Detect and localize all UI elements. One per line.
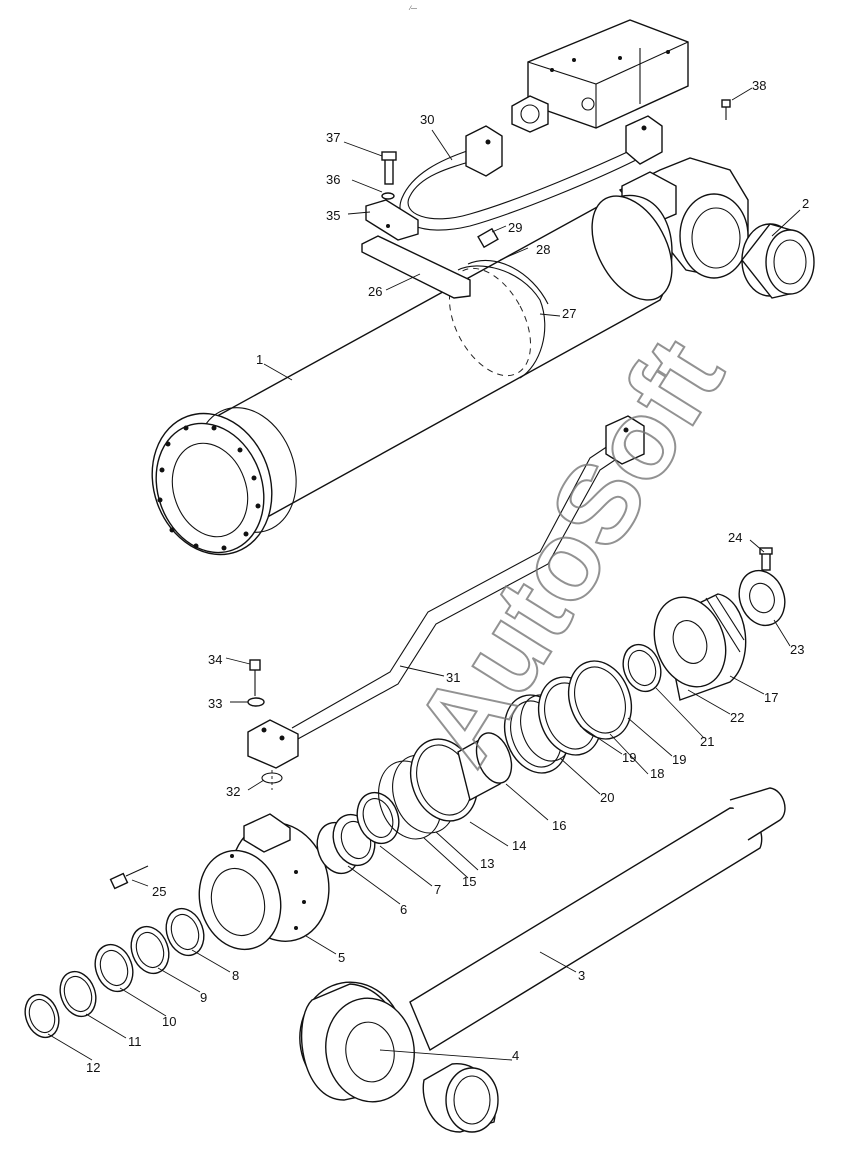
callout-23: 23 (790, 642, 804, 657)
callout-20: 20 (600, 790, 614, 805)
callout-2: 2 (802, 196, 809, 211)
callout-30: 30 (420, 112, 434, 127)
cylinder-barrel (151, 157, 749, 556)
callout-29: 29 (508, 220, 522, 235)
callout-33: 33 (208, 696, 222, 711)
callout-3: 3 (578, 968, 585, 983)
callout-9: 9 (200, 990, 207, 1005)
callout-32: 32 (226, 784, 240, 799)
callout-19b: 19 (622, 750, 636, 765)
bushing-2 (741, 223, 815, 299)
callout-34: 34 (208, 652, 222, 667)
pipe-30 (399, 115, 663, 231)
bolt-25 (109, 865, 149, 890)
rod-seals (24, 907, 205, 1039)
callout-38: 38 (752, 78, 766, 93)
callout-11: 11 (128, 1034, 142, 1049)
clamp-assembly (361, 151, 499, 299)
callout-14: 14 (512, 838, 526, 853)
callout-12: 12 (86, 1060, 100, 1075)
callout-26: 26 (368, 284, 382, 299)
piston-rings-right (503, 643, 662, 774)
callout-27: 27 (562, 306, 576, 321)
callout-18: 18 (650, 766, 664, 781)
callout-22: 22 (730, 710, 744, 725)
callout-1: 1 (256, 352, 263, 367)
lock-nut (738, 547, 786, 627)
valve-block (511, 19, 689, 133)
callout-36: 36 (326, 172, 340, 187)
piston-rings-left (316, 732, 513, 875)
callout-28: 28 (536, 242, 550, 257)
header-mark: ⁄— (408, 6, 417, 12)
piston (653, 593, 747, 701)
callout-21: 21 (700, 734, 714, 749)
callout-labels: 1 2 3 4 5 6 7 8 9 10 11 12 13 14 15 16 1… (86, 78, 809, 1075)
callout-7: 7 (434, 882, 441, 897)
callout-6: 6 (400, 902, 407, 917)
callout-17: 17 (764, 690, 778, 705)
piston-rod (299, 787, 786, 1103)
callout-5: 5 (338, 950, 345, 965)
callout-16: 16 (552, 818, 566, 833)
callout-24: 24 (728, 530, 742, 545)
callout-13: 13 (480, 856, 494, 871)
pipe-31 (247, 415, 645, 769)
bushing-4 (422, 1063, 499, 1133)
callout-8: 8 (232, 968, 239, 983)
callout-4: 4 (512, 1048, 519, 1063)
callout-15: 15 (462, 874, 476, 889)
callout-35: 35 (326, 208, 340, 223)
bolt-34-washer-33-oring-32 (247, 659, 283, 790)
callout-37: 37 (326, 130, 340, 145)
callout-10: 10 (162, 1014, 176, 1029)
leader-lines (47, 87, 801, 1061)
bolt-38 (721, 99, 731, 120)
callout-19a: 19 (672, 752, 686, 767)
callout-25: 25 (152, 884, 166, 899)
rod-head (198, 813, 330, 951)
callout-31: 31 (446, 670, 460, 685)
